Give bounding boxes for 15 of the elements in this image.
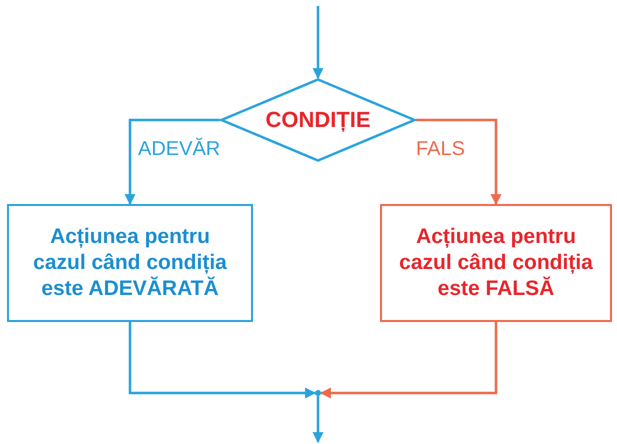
arrow bbox=[128, 322, 316, 398]
decision-diamond bbox=[220, 78, 416, 162]
condition-text: CONDIȚIE bbox=[264, 106, 372, 134]
arrow bbox=[416, 118, 502, 206]
process-box bbox=[7, 204, 253, 322]
arrow bbox=[124, 118, 220, 206]
edge-label: ADEVĂR bbox=[138, 138, 220, 161]
edge-label: FALS bbox=[416, 138, 465, 161]
arrow bbox=[312, 6, 324, 80]
arrow bbox=[320, 322, 498, 398]
junction-dot bbox=[315, 390, 321, 396]
action-text: Acțiunea pentru cazul când condiția este ADEVĂRATĂ bbox=[32, 224, 228, 302]
action-text: Acțiunea pentru cazul când condiția este FALSĂ bbox=[398, 224, 594, 302]
process-box bbox=[380, 204, 612, 322]
arrow bbox=[312, 396, 324, 444]
